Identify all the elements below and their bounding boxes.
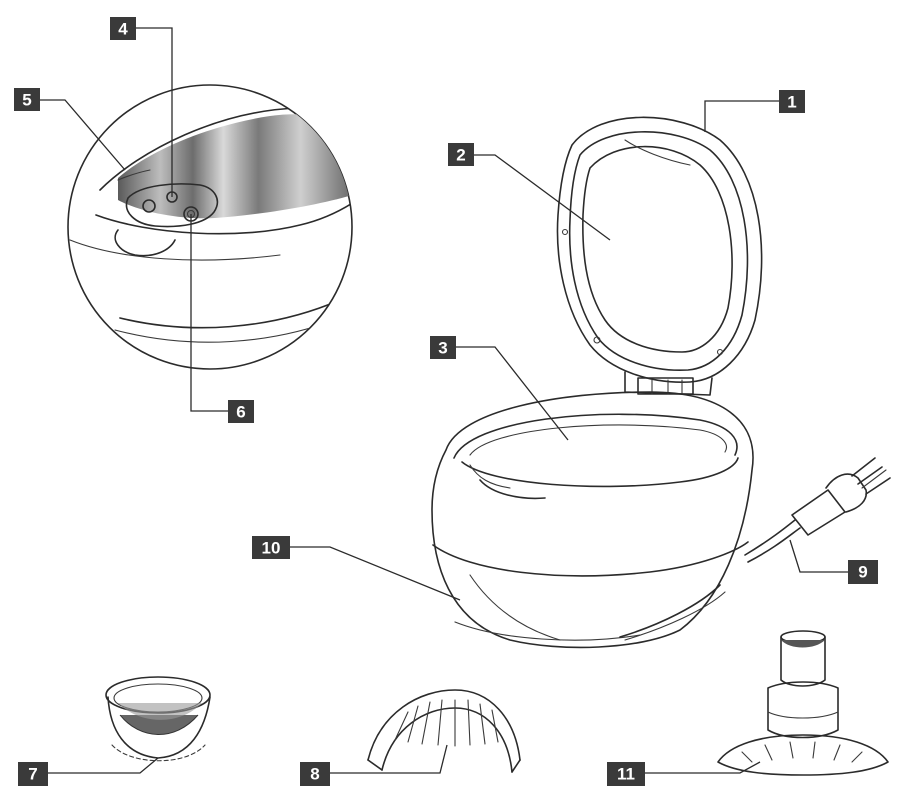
callout-label: 9	[858, 563, 867, 582]
callout-8: 8	[300, 762, 330, 786]
callout-label: 7	[28, 765, 37, 784]
callout-6: 6	[228, 400, 254, 423]
cleaning-basket	[105, 676, 211, 762]
callout-label: 3	[438, 339, 447, 358]
callout-label: 4	[118, 20, 128, 39]
watch-holder	[367, 689, 521, 773]
callout-label: 5	[22, 91, 31, 110]
tank	[453, 413, 739, 500]
callout-10: 10	[252, 536, 290, 559]
leader-lines	[35, 27, 848, 774]
callout-1: 1	[779, 90, 805, 113]
callout-3: 3	[430, 336, 456, 359]
callout-label: 1	[787, 93, 796, 112]
callout-label: 6	[236, 403, 245, 422]
callout-4: 4	[110, 17, 136, 40]
suction-stand	[717, 630, 889, 776]
hinge	[624, 371, 713, 396]
callout-7: 7	[18, 762, 48, 786]
callout-label: 10	[262, 539, 281, 558]
ultrasonic-cleaner	[431, 116, 891, 649]
callout-5: 5	[14, 88, 40, 111]
callout-label: 11	[617, 765, 635, 784]
callout-11: 11	[607, 762, 645, 786]
control-panel-detail	[67, 84, 353, 370]
lid	[556, 116, 763, 383]
callout-9: 9	[848, 560, 878, 584]
power-cord	[744, 457, 891, 563]
callout-label: 2	[456, 146, 465, 165]
lid-window	[561, 139, 733, 356]
callout-2: 2	[448, 143, 474, 166]
base-body	[431, 391, 754, 649]
callout-label: 8	[310, 765, 319, 784]
